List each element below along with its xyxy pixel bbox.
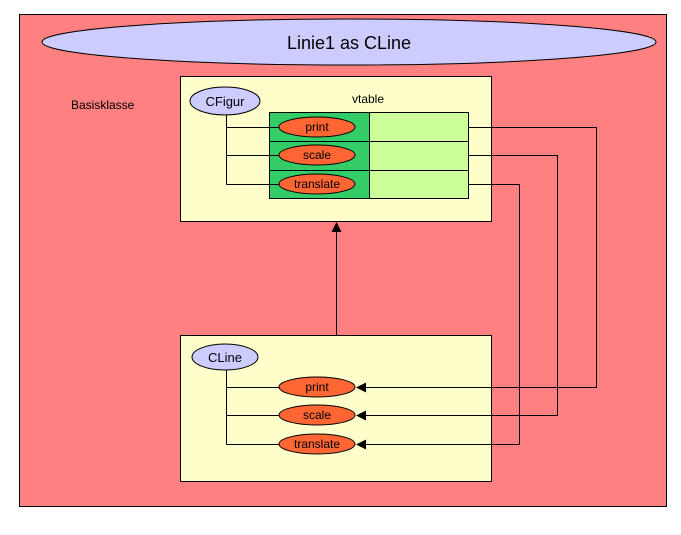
base-method-translate: translate xyxy=(294,177,340,191)
title-text: Linie1 as CLine xyxy=(287,33,411,53)
vtable-pointer-translate xyxy=(356,184,520,450)
base-method-pill-scale xyxy=(278,144,356,166)
vtable-pointer-print xyxy=(356,127,597,393)
vtable-label: vtable xyxy=(352,92,384,106)
base-class-name-ellipse xyxy=(189,86,261,116)
derived-method-pill-print xyxy=(278,376,356,398)
derived-method-scale: scale xyxy=(303,408,331,422)
base-method-print: print xyxy=(305,120,329,134)
derived-class-name: CLine xyxy=(208,350,242,365)
vtable-right-column xyxy=(369,112,469,199)
derived-method-pill-scale xyxy=(278,404,356,426)
title-ellipse xyxy=(41,18,657,66)
vtable-pointer-scale xyxy=(356,155,558,421)
base-method-pill-translate xyxy=(278,173,356,195)
derived-method-translate: translate xyxy=(294,437,340,451)
base-class-side-label: Basisklasse xyxy=(71,98,135,112)
derived-method-pill-translate xyxy=(278,433,356,455)
base-class-name: CFigur xyxy=(205,94,245,109)
base-class-connectors xyxy=(226,115,279,185)
base-method-pill-print xyxy=(278,116,356,138)
derived-method-print: print xyxy=(305,380,329,394)
derived-class-connectors xyxy=(226,370,279,445)
derived-class-name-ellipse xyxy=(191,343,259,371)
base-method-scale: scale xyxy=(303,148,331,162)
